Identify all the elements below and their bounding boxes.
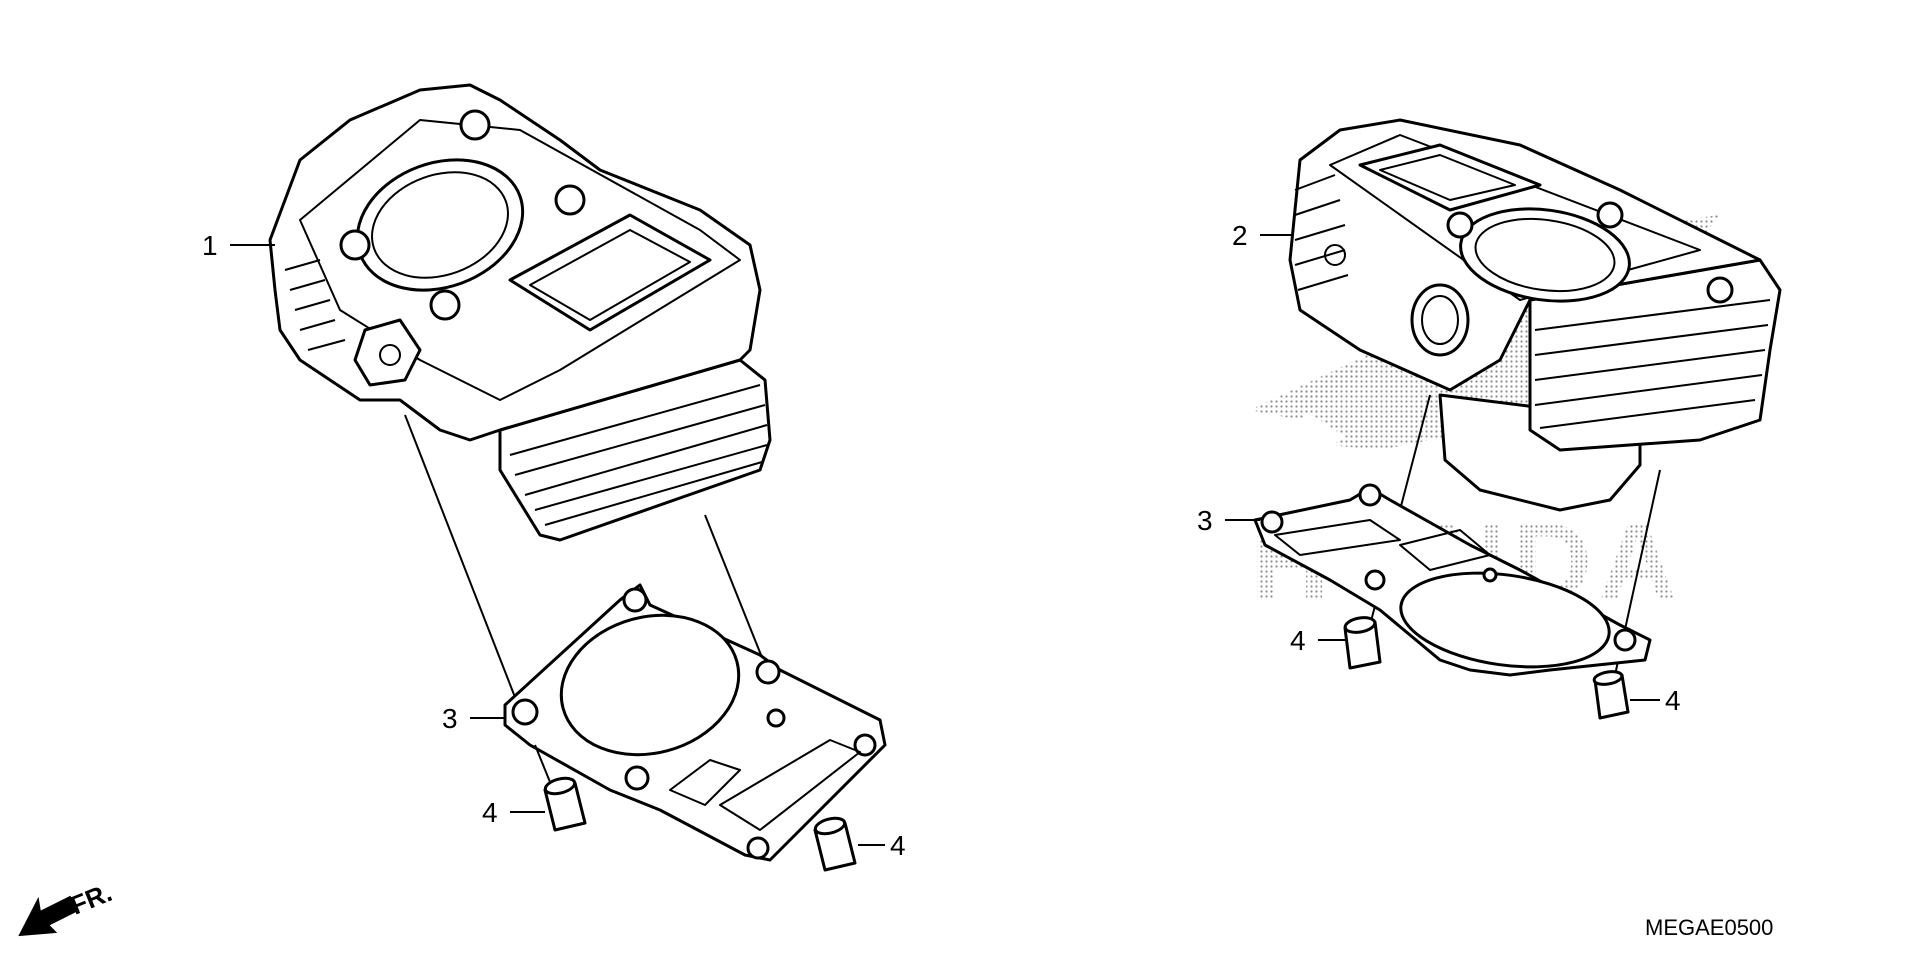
front-dowel-right[interactable]: 4 — [813, 816, 906, 872]
callout-rear-gasket: 3 — [1197, 505, 1213, 536]
callout-front-cylinder: 1 — [202, 230, 218, 261]
alignment-line-front-right — [704, 514, 766, 666]
front-dowel-left[interactable]: 4 — [482, 776, 587, 832]
rear-cylinder[interactable]: 2 — [1232, 118, 1782, 512]
callout-rear-cylinder: 2 — [1232, 220, 1248, 251]
front-cylinder[interactable]: 1 — [202, 83, 772, 542]
callout-front-dowel-right: 4 — [890, 830, 906, 861]
front-gasket[interactable]: 3 — [442, 583, 887, 862]
drawing-code: MEGAE0500 — [1645, 915, 1773, 940]
callout-front-dowel-left: 4 — [482, 797, 498, 828]
rear-gasket[interactable]: 3 — [1197, 483, 1652, 679]
callout-front-gasket: 3 — [442, 703, 458, 734]
front-direction-indicator: FR. — [18, 877, 116, 937]
alignment-line-front-dowel — [534, 744, 551, 783]
front-indicator-label: FR. — [66, 877, 116, 921]
rear-dowel-left[interactable]: 4 — [1290, 616, 1382, 670]
rear-dowel-right[interactable]: 4 — [1592, 670, 1681, 720]
front-arrow-icon — [18, 895, 80, 937]
callout-rear-dowel-left: 4 — [1290, 625, 1306, 656]
callout-rear-dowel-right: 4 — [1665, 685, 1681, 716]
alignment-line-front-left — [404, 414, 521, 711]
